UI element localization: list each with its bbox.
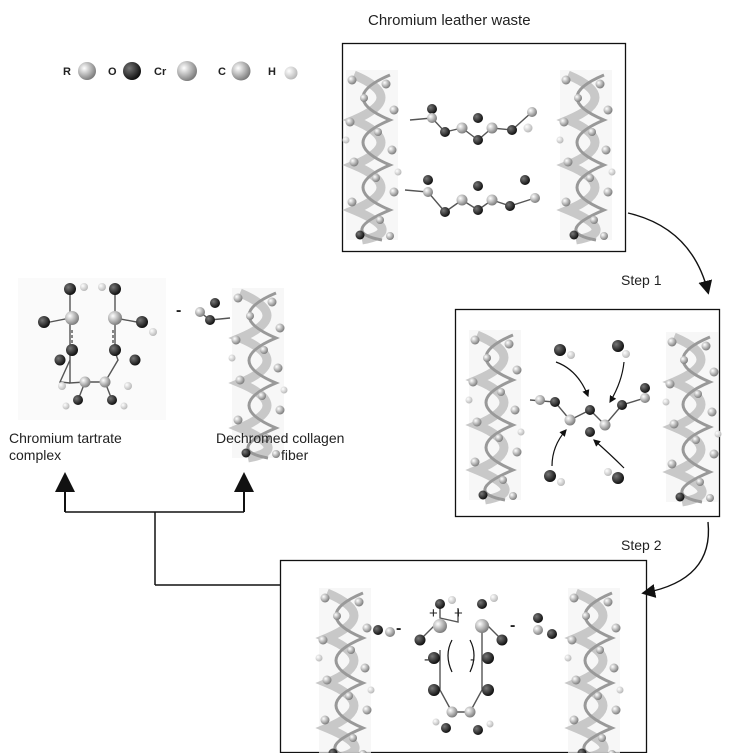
- step1-atoms: [535, 340, 650, 486]
- fiber-label-line2: fiber: [281, 447, 309, 463]
- attack-arrows: [551, 361, 625, 469]
- complex-label-line2: complex: [9, 447, 62, 463]
- step2-arrow: [641, 521, 710, 598]
- legend-label-cr: Cr: [154, 66, 167, 78]
- legend-label-o: O: [108, 66, 117, 78]
- fiber-label-line1: Dechromed collagen: [216, 430, 345, 446]
- charge-minus-left: -: [396, 620, 402, 637]
- charge-plus-right: +: [454, 605, 463, 622]
- charge-plus-left: +: [429, 605, 438, 622]
- step1-arrow: [627, 212, 713, 295]
- charge-minus-right: -: [510, 617, 516, 634]
- waste-atoms: [423, 104, 540, 217]
- complex-label-line1: Chromium tartrate: [9, 430, 122, 446]
- charge-minus-inner-left: -: [424, 651, 429, 668]
- dechromed-fiber-molecule: [195, 288, 288, 458]
- product-bracket: [65, 511, 280, 586]
- legend-label-h: H: [268, 66, 276, 78]
- waste-box: [341, 42, 627, 253]
- tartrate-complex-molecule: [18, 278, 166, 420]
- legend-label-c: C: [218, 66, 226, 78]
- waste-title: Chromium leather waste: [368, 12, 531, 29]
- step1-label: Step 1: [621, 272, 662, 288]
- step2-label: Step 2: [621, 537, 662, 553]
- step1-box: [454, 308, 721, 518]
- electron-arcs: [447, 639, 475, 673]
- charge-minus-inner-right: -: [470, 651, 475, 668]
- legend-label-r: R: [63, 66, 71, 78]
- legend-spheres: [78, 61, 298, 81]
- charge-minus-fiber: -: [176, 302, 182, 319]
- step2-atoms: [373, 594, 557, 735]
